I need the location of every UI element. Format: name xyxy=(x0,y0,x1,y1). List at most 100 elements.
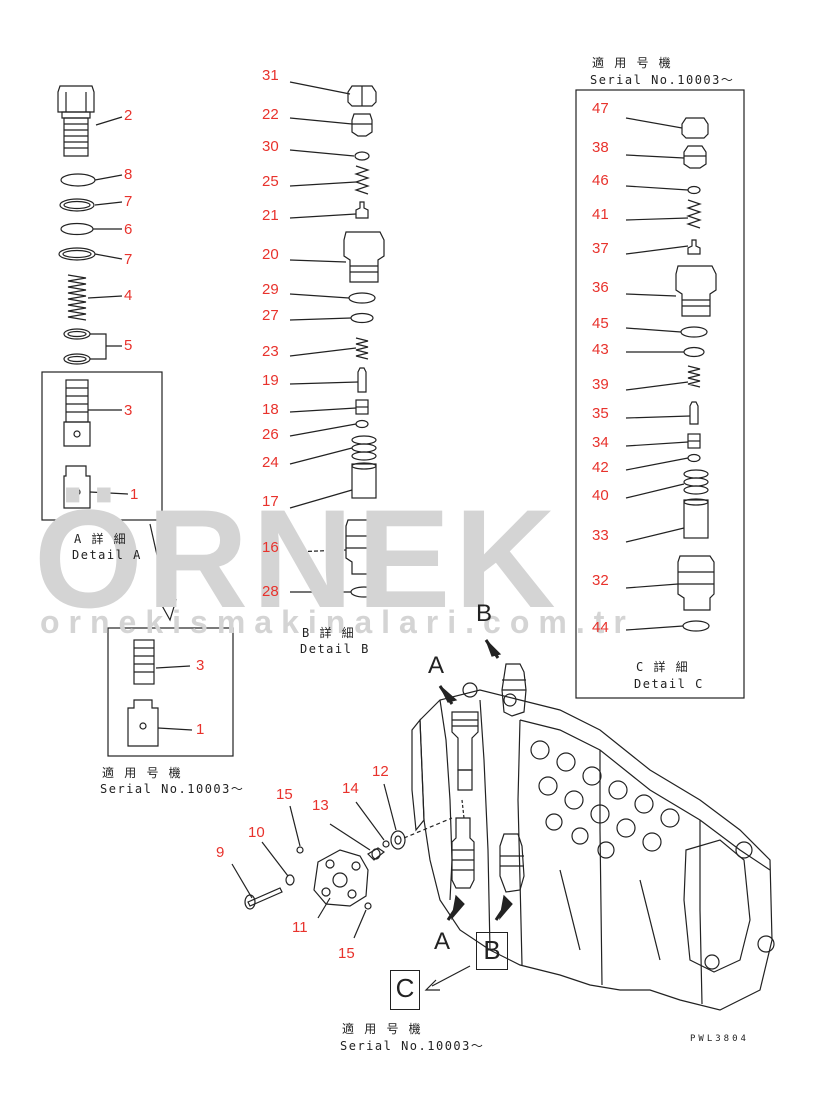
callout-9: 9 xyxy=(216,844,225,861)
callout-20: 20 xyxy=(262,246,279,263)
callout-26: 26 xyxy=(262,426,279,443)
detail-c-title-jp: C 詳 細 xyxy=(636,660,690,674)
callout-1: 1 xyxy=(130,486,139,503)
callout-3-later: 3 xyxy=(196,657,205,674)
part-1b-body xyxy=(127,699,159,747)
callout-47: 47 xyxy=(592,100,609,117)
arrow-b-bottom xyxy=(494,894,513,921)
callout-42: 42 xyxy=(592,459,609,476)
part-25-spring xyxy=(354,165,370,195)
callout-6: 6 xyxy=(124,221,133,238)
relief-valve-b-bottom xyxy=(499,833,525,893)
callout-32: 32 xyxy=(592,572,609,589)
relief-valve-a-top xyxy=(451,711,479,791)
part-29-oring xyxy=(348,292,376,304)
callout-18: 18 xyxy=(262,401,279,418)
part-41-spring xyxy=(686,199,702,229)
detail-c-title-en: Detail C xyxy=(634,677,704,691)
detail-a-title-en: Detail A xyxy=(72,548,142,562)
serial-c-en: Serial No.10003～ xyxy=(590,73,735,87)
callout-39: 39 xyxy=(592,376,609,393)
part-43-oring xyxy=(683,346,705,358)
arrow-to-c xyxy=(431,965,471,987)
part-19-piston xyxy=(357,367,367,393)
callout-15-top: 15 xyxy=(276,786,293,803)
callout-33: 33 xyxy=(592,527,609,544)
detail-c-box xyxy=(575,89,745,699)
part-23-spring xyxy=(355,337,369,360)
callout-29: 29 xyxy=(262,281,279,298)
part-30-oring xyxy=(354,151,370,161)
part-5-seals xyxy=(63,328,91,365)
callout-44: 44 xyxy=(592,619,609,636)
part-33-sleeve xyxy=(683,498,709,539)
callout-8: 8 xyxy=(124,166,133,183)
part-14-oring xyxy=(382,840,390,848)
part-32-housing xyxy=(677,555,715,611)
callout-41: 41 xyxy=(592,206,609,223)
part-36-housing xyxy=(675,265,717,317)
part-11-cover xyxy=(313,849,369,907)
part-7-backup-ring-2 xyxy=(58,247,96,261)
part-10-washer xyxy=(285,874,295,886)
part-26-ring xyxy=(355,419,369,429)
callout-7: 7 xyxy=(124,193,133,210)
part-35-piston xyxy=(689,401,699,425)
drawing-code: PWL3804 xyxy=(690,1034,749,1044)
relief-valve-a-bottom xyxy=(451,799,475,889)
part-6-oring xyxy=(60,222,94,236)
part-39-spring xyxy=(687,365,701,388)
callout-36: 36 xyxy=(592,279,609,296)
part-34-seat xyxy=(687,433,701,449)
callout-5: 5 xyxy=(124,337,133,354)
callout-2: 2 xyxy=(124,107,133,124)
callout-10: 10 xyxy=(248,824,265,841)
callout-14: 14 xyxy=(342,780,359,797)
callout-31: 31 xyxy=(262,67,279,84)
serial-bottom-jp: 適 用 号 機 xyxy=(342,1022,423,1036)
part-15-pin-bottom xyxy=(364,902,372,910)
callout-4: 4 xyxy=(124,287,133,304)
watermark-url: ornekismakinalari.com.tr xyxy=(40,604,635,640)
callout-12: 12 xyxy=(372,763,389,780)
part-21-pin xyxy=(355,201,369,219)
part-3b-poppet xyxy=(133,639,155,685)
callout-3: 3 xyxy=(124,402,133,419)
part-37-pin xyxy=(687,239,701,255)
callout-35: 35 xyxy=(592,405,609,422)
callout-22: 22 xyxy=(262,106,279,123)
control-valve-assembly xyxy=(411,682,775,1011)
detail-a-title-jp: A 詳 細 xyxy=(74,532,128,546)
callout-46: 46 xyxy=(592,172,609,189)
callout-45: 45 xyxy=(592,315,609,332)
marker-c: C xyxy=(390,970,420,1010)
detail-a-box xyxy=(41,371,163,521)
callout-23: 23 xyxy=(262,343,279,360)
callout-16: 16 xyxy=(262,539,279,556)
part-18-seat xyxy=(355,399,369,415)
callout-25: 25 xyxy=(262,173,279,190)
serial-a-en: Serial No.10003～ xyxy=(100,782,245,796)
arrow-a-top xyxy=(438,685,458,705)
part-13-plug xyxy=(367,847,386,861)
part-17-sleeve xyxy=(351,462,377,499)
callout-19: 19 xyxy=(262,372,279,389)
part-16-housing xyxy=(345,519,383,575)
part-24-spring xyxy=(351,435,377,461)
part-7-backup-ring xyxy=(59,198,95,212)
detail-b-title-en: Detail B xyxy=(300,642,370,656)
callout-43: 43 xyxy=(592,341,609,358)
part-38-adjuster xyxy=(683,145,707,169)
watermark-brand: ÖRNEK xyxy=(34,480,560,637)
marker-a-top: A xyxy=(428,652,445,679)
part-2-plug xyxy=(57,85,95,157)
callout-21: 21 xyxy=(262,207,279,224)
callout-38: 38 xyxy=(592,139,609,156)
part-44-oring xyxy=(682,620,710,632)
detail-b-title-jp: B 詳 細 xyxy=(302,626,356,640)
arrow-b-top xyxy=(484,639,502,659)
part-1-body xyxy=(63,465,91,509)
callout-17: 17 xyxy=(262,493,279,510)
serial-a-jp: 適 用 号 機 xyxy=(102,766,183,780)
